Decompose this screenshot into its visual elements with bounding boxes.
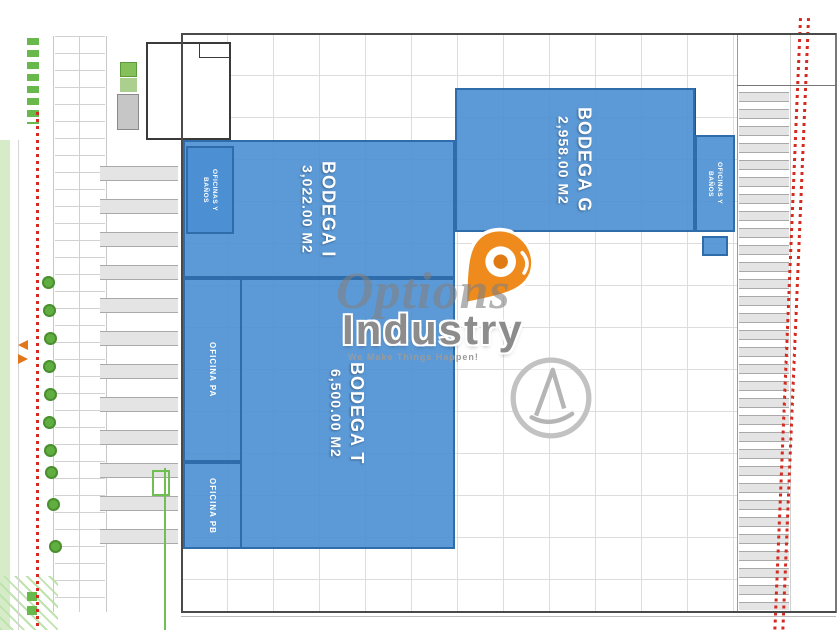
parking-stalls-left (55, 36, 105, 612)
yard-top-line (737, 85, 836, 86)
direction-arrow-right-icon (18, 354, 28, 364)
plan-boundary-bottom (181, 611, 836, 613)
utility-block (117, 94, 139, 130)
bodega-i-office-strip: OFICINAS Y BAÑOS (186, 146, 234, 234)
truck-dock-row-left (100, 158, 178, 560)
green-fence-line (164, 468, 166, 630)
truck-parking-row-right (739, 88, 789, 610)
bodega-g-area: 2,958.00 M2 (555, 115, 572, 205)
watermark-brand-bottom: Industry (342, 306, 524, 353)
bodega-g-office-label: OFICINAS Y BAÑOS (707, 162, 724, 205)
oficina-pa-strip: OFICINA PA (183, 278, 242, 462)
green-verge (0, 140, 10, 630)
bodega-i-label: BODEGA I 3,022.00 M2 (298, 161, 341, 257)
tree-icon (43, 360, 56, 373)
landscape-hatch (0, 576, 58, 630)
bodega-t-block: BODEGA T 6,500.00 M2 (240, 278, 455, 549)
road-edge-line (790, 33, 791, 611)
watermark-tagline: We Make Things Happen! (348, 352, 479, 362)
tree-icon (43, 416, 56, 429)
bodega-g-block: BODEGA G 2,958.00 M2 (455, 88, 695, 232)
bodega-i-office-label: OFICINAS Y BAÑOS (202, 168, 219, 212)
green-area-block (120, 62, 137, 77)
tree-icon (44, 388, 57, 401)
oficina-pb-strip: OFICINA PB (183, 462, 242, 549)
building-notch (199, 44, 229, 58)
tree-icon (44, 332, 57, 345)
tree-icon (45, 466, 58, 479)
curb-line (53, 36, 54, 612)
plan-boundary-top (181, 33, 836, 35)
green-planter-box (152, 470, 170, 496)
bodega-g-name: BODEGA G (574, 107, 595, 213)
tree-icon (49, 540, 62, 553)
bodega-i-name: BODEGA I (318, 160, 339, 258)
bush-icon (27, 606, 37, 615)
location-pin-icon (429, 209, 556, 336)
bodega-t-name: BODEGA T (347, 362, 367, 465)
boundary-dotted-line-left (36, 112, 39, 630)
bodega-t-label: BODEGA T 6,500.00 M2 (326, 362, 369, 464)
oficina-pa-label: OFICINA PA (208, 342, 217, 398)
tree-icon (43, 304, 56, 317)
bodega-t-area: 6,500.00 M2 (328, 369, 344, 458)
bodega-g-annex-block (702, 236, 728, 256)
existing-building-outline (146, 42, 231, 140)
watermark-brand-top: Options (336, 263, 511, 320)
notch-line (695, 88, 696, 136)
plan-boundary-bottom-2 (181, 616, 836, 617)
bush-icon (27, 592, 37, 601)
plan-boundary-left (181, 33, 183, 613)
yard-divider-line (737, 33, 738, 613)
bodega-g-label: BODEGA G 2,958.00 M2 (554, 107, 597, 212)
oficina-pb-label: OFICINA PB (208, 477, 217, 534)
sail-logo-icon (507, 354, 595, 442)
bodega-i-area: 3,022.00 M2 (299, 164, 316, 254)
green-area-block (120, 78, 137, 92)
plan-boundary-right (835, 33, 837, 613)
road-edge-line (18, 140, 19, 630)
bodega-g-office-strip: OFICINAS Y BAÑOS (695, 135, 735, 232)
hedge-row (27, 38, 39, 124)
tree-icon (42, 276, 55, 289)
direction-arrow-left-icon (18, 340, 28, 350)
tree-icon (47, 498, 60, 511)
tree-icon (44, 444, 57, 457)
